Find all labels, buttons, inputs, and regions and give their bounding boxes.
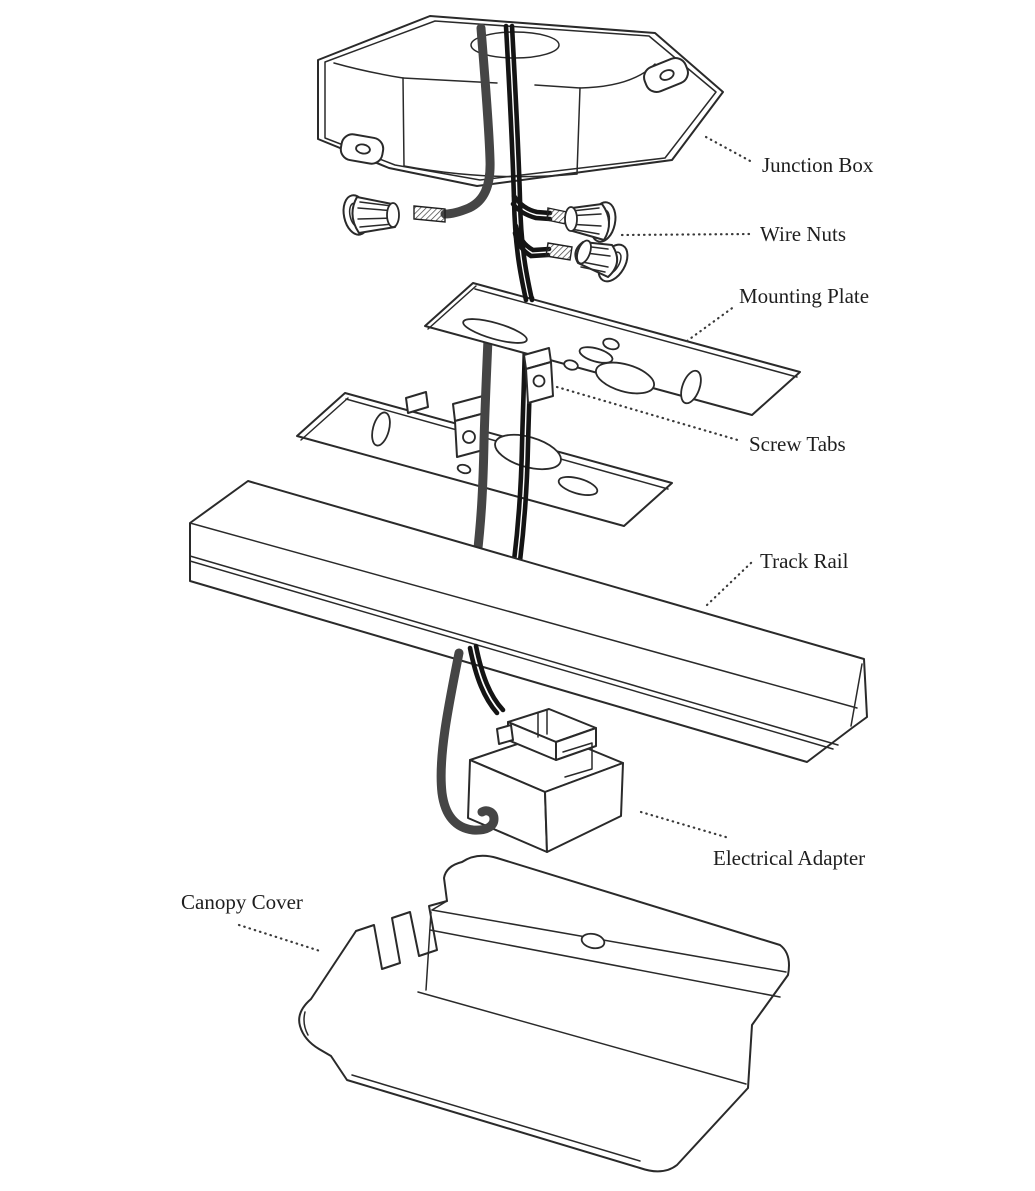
rail-body [189, 480, 868, 763]
small-tab [405, 391, 429, 414]
canopy-body [298, 854, 790, 1173]
part-labels: Junction Box Wire Nuts Mounting Plate Sc… [181, 153, 874, 914]
kidney-slot [578, 346, 614, 364]
wire-nuts-drawing [342, 194, 629, 283]
label-electrical-adapter: Electrical Adapter [713, 846, 865, 870]
fixture-wire [467, 645, 500, 716]
stripped-wire-end [413, 205, 446, 223]
canopy-screw-hole [580, 932, 606, 950]
stripped-wire-end [545, 242, 573, 261]
screw-tab-hole [462, 430, 476, 444]
kidney-slot [371, 411, 391, 447]
label-mounting-plate: Mounting Plate [739, 284, 869, 308]
stripped-wire-end [546, 207, 568, 225]
leader-lines [237, 135, 754, 953]
screw-tab-upper [523, 347, 554, 404]
mounting-plate-upper-drawing [424, 282, 801, 416]
adapter-side-flange [496, 724, 514, 745]
adapter-connector-block [496, 708, 597, 778]
wire-branch [511, 193, 553, 216]
track-rail-drawing [189, 480, 868, 763]
wires-bottom-behind [467, 643, 506, 716]
kidney-slot [680, 369, 702, 405]
mounting-ear-right [643, 57, 689, 93]
label-screw-tabs: Screw Tabs [749, 432, 846, 456]
adapter-right-face [544, 762, 624, 853]
ear-screw-hole [659, 69, 675, 81]
wire-nut-right-upper [564, 201, 617, 243]
wires-top-section [413, 23, 573, 303]
leader-electrical-adapter [639, 810, 731, 840]
supply-cable-hook [436, 648, 499, 835]
small-hole [563, 359, 579, 371]
wire-branch [512, 230, 551, 259]
wire-nut-right-lower [574, 239, 629, 283]
leader-mounting-plate [685, 304, 737, 343]
mounting-ear-left [339, 133, 385, 165]
screw-tab-hole [532, 374, 546, 388]
leader-wire-nuts [620, 232, 752, 237]
label-track-rail: Track Rail [760, 549, 849, 573]
leader-junction-box [704, 135, 754, 164]
small-hole [456, 463, 472, 475]
canopy-cover-drawing [298, 854, 790, 1173]
small-hole [602, 337, 620, 351]
ear-screw-hole [355, 143, 371, 155]
electrical-adapter-drawing [467, 708, 624, 853]
leader-screw-tabs [555, 385, 743, 443]
wire-branch [513, 223, 552, 253]
label-canopy-cover: Canopy Cover [181, 890, 303, 914]
supply-cable [472, 290, 495, 562]
wire-oval-hole [595, 361, 655, 395]
label-wire-nuts: Wire Nuts [760, 222, 846, 246]
wire-nut-left [342, 194, 400, 236]
fixture-wire [473, 643, 506, 713]
label-junction-box: Junction Box [762, 153, 874, 177]
kidney-slot [557, 476, 599, 496]
leader-track-rail [705, 560, 754, 607]
adapter-step-plate [562, 742, 593, 778]
fixture-wire [509, 23, 535, 303]
long-slot [462, 318, 528, 344]
leader-canopy-cover [237, 923, 322, 953]
supply-cable [440, 23, 495, 219]
wire-branch [510, 201, 553, 222]
